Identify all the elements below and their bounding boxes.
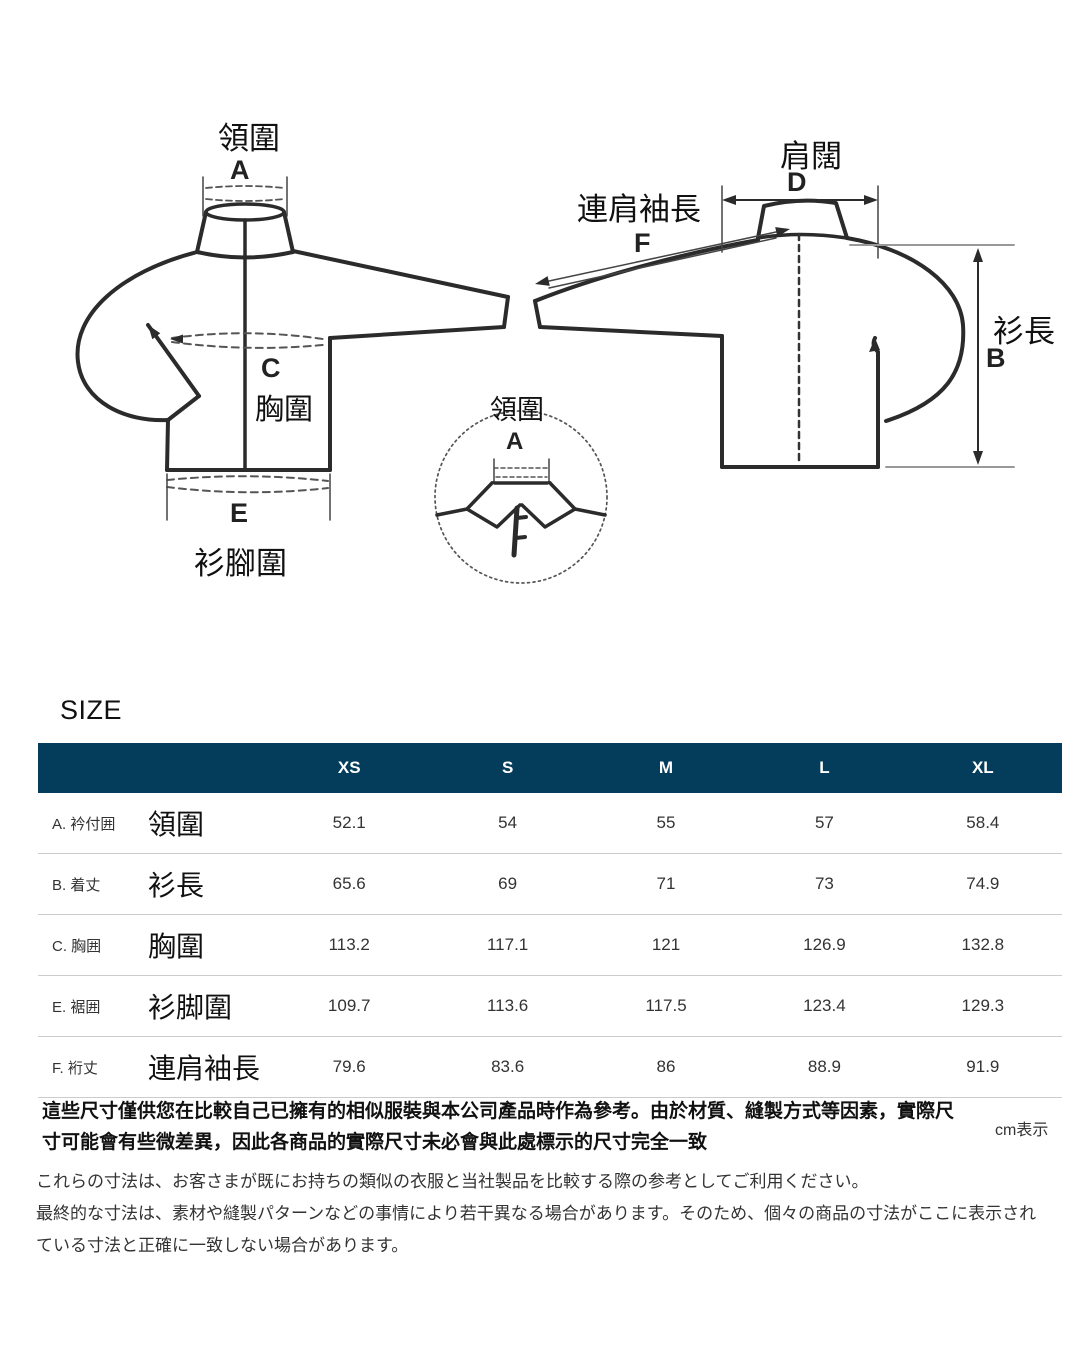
- size-column-xl: XL: [971, 758, 994, 777]
- row-code: E. 裾囲: [52, 998, 101, 1016]
- front-collar-letter: A: [230, 155, 250, 185]
- cell-value: 129.3: [961, 996, 1005, 1015]
- cell-value: 88.9: [807, 1057, 841, 1076]
- table-row-collar: A. 衿付囲 領圍 52.1 54 55 57 58.4: [38, 793, 1062, 854]
- detail-collar-letter: A: [506, 428, 524, 455]
- back-length-letter: B: [986, 343, 1006, 373]
- cell-value: 113.6: [486, 996, 529, 1015]
- table-row-hem: E. 裾囲 衫脚圍 109.7 113.6 117.5 123.4 129.3: [38, 976, 1062, 1037]
- cell-value: 55: [656, 813, 676, 832]
- row-code: C. 胸囲: [52, 937, 102, 955]
- cell-value: 74.9: [966, 874, 1000, 893]
- detail-collar-label: 領圍: [490, 395, 544, 425]
- front-chest-letter: C: [261, 353, 281, 383]
- cell-value: 71: [656, 874, 676, 893]
- cell-value: 117.5: [645, 996, 687, 1015]
- row-name: 連肩袖長: [148, 1054, 261, 1085]
- size-column-l: L: [819, 758, 830, 777]
- cell-value: 54: [498, 813, 518, 832]
- row-label: F. 裄丈 連肩袖長: [38, 1047, 270, 1087]
- table-row-sleeve: F. 裄丈 連肩袖長 79.6 83.6 86 88.9 91.9: [38, 1037, 1062, 1098]
- size-note-japanese: これらの寸法は、お客さまが既にお持ちの類似の衣服と当社製品を比較する際の参考とし…: [36, 1166, 1050, 1262]
- row-label: C. 胸囲 胸圍: [38, 925, 270, 965]
- size-note-japanese-line2: 最終的な寸法は、素材や縫製パターンなどの事情により若干異なる場合があります。その…: [36, 1204, 1037, 1255]
- size-column-xs: XS: [337, 758, 361, 777]
- size-note-japanese-line1: これらの寸法は、お客さまが既にお持ちの類似の衣服と当社製品を比較する際の参考とし…: [36, 1172, 869, 1191]
- cell-value: 109.7: [327, 996, 371, 1015]
- back-sleeve-letter: F: [634, 228, 651, 258]
- front-hem-letter: E: [230, 498, 249, 528]
- cell-value: 65.6: [332, 874, 366, 893]
- cell-value: 91.9: [966, 1057, 1000, 1076]
- size-table: XS S M L XL A. 衿付囲 領圍 52.1 54 55 57 58.4…: [38, 743, 1062, 1098]
- garment-measurement-diagram: [75, 176, 1015, 584]
- cell-value: 69: [498, 874, 518, 893]
- cell-value: 79.6: [332, 1057, 366, 1076]
- back-length-label: 衫長: [993, 314, 1055, 349]
- size-column-s: S: [501, 758, 514, 777]
- front-hem-label: 衫腳圍: [194, 546, 287, 581]
- row-name: 胸圍: [148, 932, 205, 963]
- cell-value: 86: [656, 1057, 676, 1076]
- row-label: A. 衿付囲 領圍: [38, 803, 270, 843]
- size-note-chinese: 這些尺寸僅供您在比較自己已擁有的相似服裝與本公司產品時作為參考。由於材質、縫製方…: [42, 1101, 955, 1153]
- row-label: E. 裾囲 衫脚圍: [38, 986, 270, 1026]
- row-name: 衫長: [148, 871, 205, 902]
- unit-cm-label: cm表示: [995, 1122, 1049, 1139]
- back-sleeve-label: 連肩袖長: [577, 192, 701, 227]
- cell-value: 58.4: [966, 813, 1000, 832]
- back-shoulder-letter: D: [787, 167, 807, 197]
- cell-value: 83.6: [491, 1057, 525, 1076]
- cell-value: 121: [651, 935, 681, 954]
- cell-value: 132.8: [961, 935, 1005, 954]
- cell-value: 57: [814, 813, 834, 832]
- front-chest-label: 胸圍: [255, 394, 314, 426]
- cell-value: 126.9: [803, 935, 846, 954]
- row-code: F. 裄丈: [52, 1059, 98, 1077]
- row-code: A. 衿付囲: [52, 815, 116, 833]
- table-row-chest: C. 胸囲 胸圍 113.2 117.1 121 126.9 132.8: [38, 915, 1062, 976]
- front-collar-label: 領圍: [218, 121, 280, 156]
- size-column-m: M: [658, 758, 674, 777]
- cell-value: 123.4: [803, 996, 846, 1015]
- row-name: 領圍: [148, 810, 205, 841]
- back-shoulder-label: 肩闊: [780, 139, 842, 174]
- size-section-title: SIZE: [60, 695, 123, 725]
- row-name: 衫脚圍: [148, 993, 233, 1024]
- cell-value: 117.1: [486, 935, 529, 954]
- cell-value: 73: [814, 874, 834, 893]
- row-code: B. 着丈: [52, 876, 101, 894]
- cell-value: 113.2: [328, 935, 370, 954]
- table-row-length: B. 着丈 衫長 65.6 69 71 73 74.9: [38, 854, 1062, 915]
- row-label: B. 着丈 衫長: [38, 864, 270, 904]
- cell-value: 52.1: [332, 813, 366, 832]
- size-table-header: XS S M L XL: [38, 743, 1062, 793]
